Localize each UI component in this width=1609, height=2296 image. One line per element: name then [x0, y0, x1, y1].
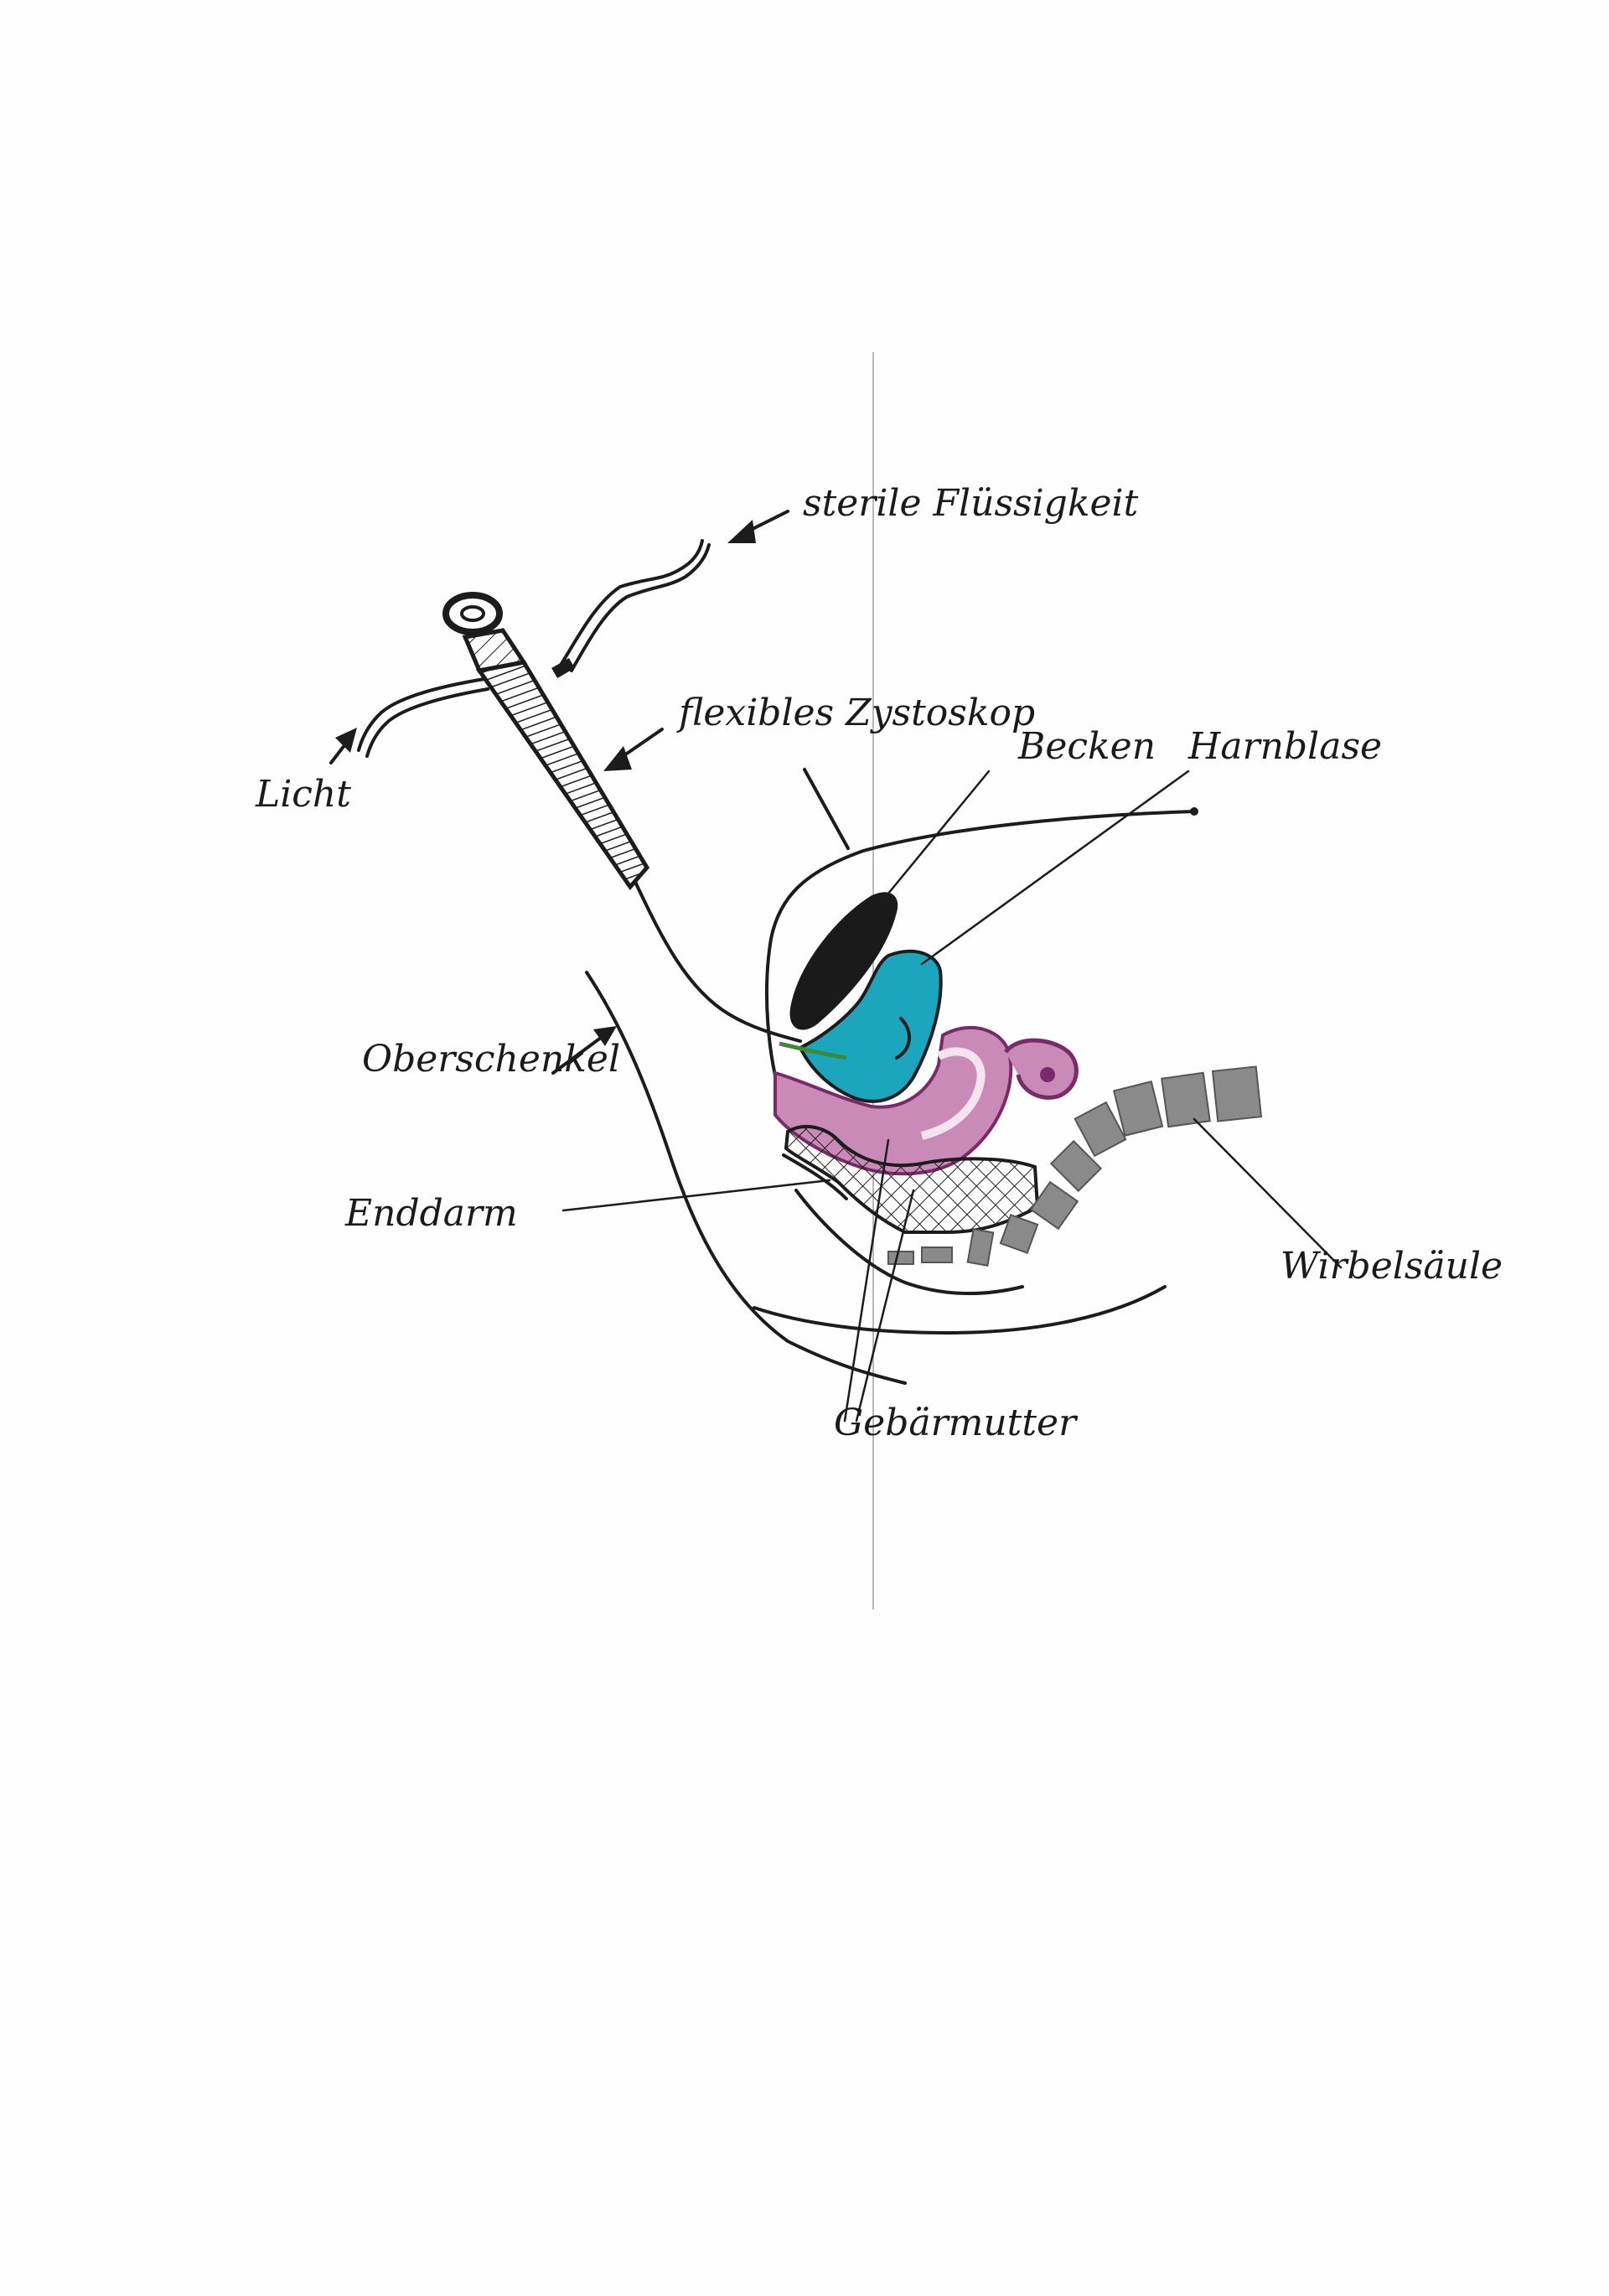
label-licht: Licht [255, 773, 351, 816]
fluid-line [558, 539, 704, 668]
labels: sterile Flüssigkeit flexibles Zystoskop … [255, 482, 1503, 1444]
arrows [329, 510, 789, 1075]
label-harnblase: Harnblase [1187, 725, 1382, 768]
cystoscope [357, 539, 802, 1043]
label-oberschenkel: Oberschenkel [362, 1038, 620, 1081]
arrow-licht [329, 728, 357, 764]
bladder [798, 949, 943, 1103]
arrow-oberschenkel [551, 1026, 617, 1075]
abdominal-wall [765, 810, 1196, 1108]
label-gebaermutter: Gebärmutter [834, 1402, 1079, 1444]
label-becken: Becken [1017, 725, 1156, 768]
label-wirbelsaeule: Wirbelsäule [1280, 1245, 1503, 1288]
spine [887, 1065, 1263, 1267]
label-sterile: sterile Flüssigkeit [803, 482, 1139, 525]
arrow-sterile [727, 510, 789, 543]
thigh [585, 971, 907, 1385]
cystoscope-shaft [475, 660, 650, 891]
label-zystoskop: flexibles Zystoskop [676, 692, 1035, 734]
label-enddarm: Enddarm [344, 1192, 518, 1235]
flexible-tube [634, 880, 802, 1043]
arrow-zystoskop [603, 728, 664, 771]
ovary [1004, 1038, 1079, 1100]
pelvis [789, 892, 898, 1030]
buttock [753, 1285, 1167, 1335]
light-cable [357, 677, 486, 752]
anatomy [585, 768, 1263, 1385]
leader-lines [561, 770, 1343, 1423]
